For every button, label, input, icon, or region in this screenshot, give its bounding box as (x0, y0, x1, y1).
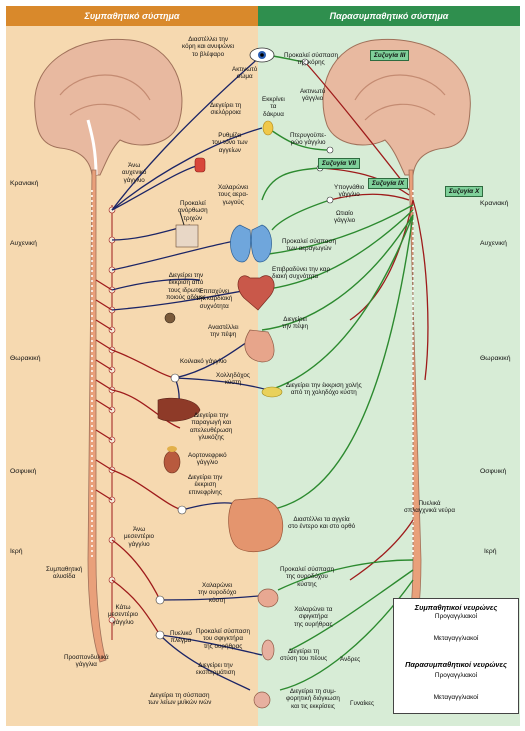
label-upper-mesenteric-ganglion: Άνω μεσεντέριο γάγγλιο (124, 526, 155, 548)
label-men: Άνδρες (340, 656, 361, 663)
intestines (228, 497, 284, 553)
bladder (257, 588, 279, 608)
hair-follicle (175, 211, 199, 248)
left-region-lumbar: Οσφυική (10, 468, 37, 475)
label-tears: Εκκρίνει τα δάκρυα (262, 96, 285, 118)
label-smooth-muscle: Διεγείρει τη σύσπαση των λείων μυϊκών ιν… (148, 692, 212, 707)
cranial-nerve-vii: Συζυγία VII (318, 158, 360, 169)
right-region-lumbar: Οσφυική (480, 468, 507, 475)
legend-parasympathetic-title: Παρασυμπαθητικοί νευρώνες (405, 660, 507, 669)
label-digestion-inhibit: Αναστέλλει την πέψη (208, 324, 239, 339)
left-region-cranial: Κρανιακή (10, 180, 39, 187)
label-digestion-stimulate: Διεγείρει την πέψη (282, 316, 309, 331)
label-celiac-ganglion: Κοιλιακό γάγγλιο (180, 358, 227, 365)
label-ciliary-body: Ακτινωτό σώμα (232, 66, 258, 81)
label-gallbladder: Χολληδόχος κύστη (216, 372, 250, 387)
parasympathetic-header-bar (258, 6, 520, 26)
left-brain (34, 38, 183, 176)
kidney-adrenal (163, 446, 181, 474)
cranial-nerve-x: Συζυγία X (445, 186, 484, 197)
label-lower-mesenteric-ganglion: Κάτω μεσεντέριο γάγγλιο (108, 604, 139, 626)
legend-sympathetic-pre: Προγαγγλιακοί (434, 613, 478, 620)
label-ciliary-ganglion: Ακτινωτό γάγγλιο (300, 88, 326, 103)
legend-parasympathetic-post: Μεταγαγγλιακοί (433, 694, 479, 701)
label-submandibular-ganglion: Υπογνάθιο γάγγλιο (334, 184, 365, 199)
label-sphincter-contract: Προκαλεί σύσπαση του σφιγκτήρα της ουρήθ… (196, 628, 250, 650)
cranial-nerve-ix: Συζυγία IX (368, 178, 409, 189)
lacrimal-gland (262, 120, 274, 136)
sympathetic-header: Συμπαθητικό σύστημα (84, 11, 180, 21)
legend: Συμπαθητικοί νευρώνες Προγαγγλιακοί Μετα… (393, 598, 519, 714)
right-region-cervical: Αυχενική (480, 240, 507, 247)
label-ejaculation: Διεγείρει την εκσπερμάτιση (196, 662, 236, 677)
reproductive-organs (253, 639, 275, 709)
right-region-thoracic: Θωρακική (480, 355, 511, 362)
label-pterygopalatine-ganglion: Πτερυγοϋπε- ρώο γάγγλιο (290, 132, 327, 147)
label-pelvic-plexus: Πυελικό πλέγμα (170, 630, 192, 645)
label-heart-slow: Επιβραδύνει την καρ διακή συχνότητα (272, 266, 331, 281)
legend-sympathetic-post: Μεταγαγγλιακοί (433, 635, 479, 642)
parasympathetic-header: Παρασυμπαθητικό σύστημα (329, 11, 449, 21)
sympathetic-header-bar (6, 6, 258, 26)
label-sympathetic-chain: Συμπαθητική αλυσίδα (46, 566, 83, 581)
label-hair-erection: Προκαλεί ανόρθωση τριχών (178, 200, 208, 222)
label-women-stimulate: Διεγείρει τη συμ- φορητική διόγκωση και … (286, 688, 340, 710)
label-sphincter-relax: Χαλαρώνει τα σφιγκτήρα της ουρήθρας (294, 606, 333, 628)
left-region-thoracic: Θωρακική (10, 355, 41, 362)
legend-parasympathetic-pre: Προγαγγλιακοί (434, 672, 478, 679)
label-pupil-dilate: Διαστέλλει την κόρη και ανυψώνει το βλέφ… (182, 36, 235, 58)
legend-sympathetic-title: Συμπαθητικοί νευρώνες (414, 603, 498, 612)
label-pelvic-splanchnic-nerves: Πυελικά σπλαγχνικά νεύρα (404, 500, 456, 515)
label-bile-secretion: Διεγείρει την έκκριση χολής από τη χοληδ… (286, 382, 362, 397)
label-glucose-release: Διεγείρει την παραγωγή και απελευθέρωση … (190, 412, 233, 442)
label-otic-ganglion: Ωτιαίο γάγγλιο (334, 210, 356, 225)
gallbladder (261, 386, 283, 398)
label-bronchi-relax: Χαλαρώνει τους αερα- γωγούς (218, 184, 249, 206)
liver (157, 397, 201, 422)
right-region-cranial: Κρανιακή (480, 200, 509, 207)
lungs (230, 224, 272, 263)
label-erection: Διεγείρει τη στύση του πέους (280, 648, 328, 663)
label-vessel-tone: Ρυθμίζει τον τόνο των αγγείων (212, 132, 248, 154)
label-sweat-secretion: Διεγείρει την έκκριση από τους ιδρωτο- π… (166, 272, 206, 302)
sweat-gland (164, 312, 176, 324)
label-salivation: Διεγείρει τη σιελόρροια (210, 102, 242, 117)
label-adrenaline-secretion: Διεγείρει την έκκριση επινεφρίνης (188, 474, 223, 496)
left-spinal-cord (87, 169, 107, 663)
label-heart-accelerate: Επιταχύνει την καρδιακή συχνότητα (196, 288, 233, 310)
stomach (244, 329, 275, 363)
cranial-nerve-iii: Συζυγία III (370, 50, 410, 61)
eye (249, 47, 275, 63)
label-bladder-contract: Προκαλεί σύσπαση της ουροδόχου κύστης (280, 566, 334, 588)
label-intestine-dilate: Διαστέλλει τα αγγεία στο έντερο και στο … (288, 516, 356, 531)
label-upper-cervical-ganglion: Άνω αυχενικό γάγγλιο (122, 162, 147, 184)
parasympathetic-preganglionic-fibers (304, 61, 429, 581)
right-region-sacral: Ιερή (484, 548, 497, 555)
left-region-cervical: Αυχενική (10, 240, 37, 247)
prevertebral-ganglia (155, 373, 187, 640)
label-pupil-constrict: Προκαλεί σύσπαση της κόρης (284, 52, 338, 67)
label-aorticorenal-ganglion: Αορτονεφρικό γάγγλιο (188, 452, 227, 467)
sympathetic-chain (108, 205, 116, 640)
right-brain (322, 38, 471, 176)
label-women: Γυναίκες (350, 700, 375, 707)
label-prevertebral-ganglia: Προσπονδυλικά γάγγλια (64, 654, 109, 669)
blood-vessel (194, 157, 206, 173)
left-region-sacral: Ιερή (10, 548, 23, 555)
heart (237, 275, 275, 311)
label-bladder-relax: Χαλαρώνει την ουροδόχο κύστη (198, 582, 237, 604)
label-bronchi-constrict: Προκαλεί σύσπαση των αεραγωγών (282, 238, 336, 253)
sympathetic-preganglionic-fibers (95, 279, 183, 636)
